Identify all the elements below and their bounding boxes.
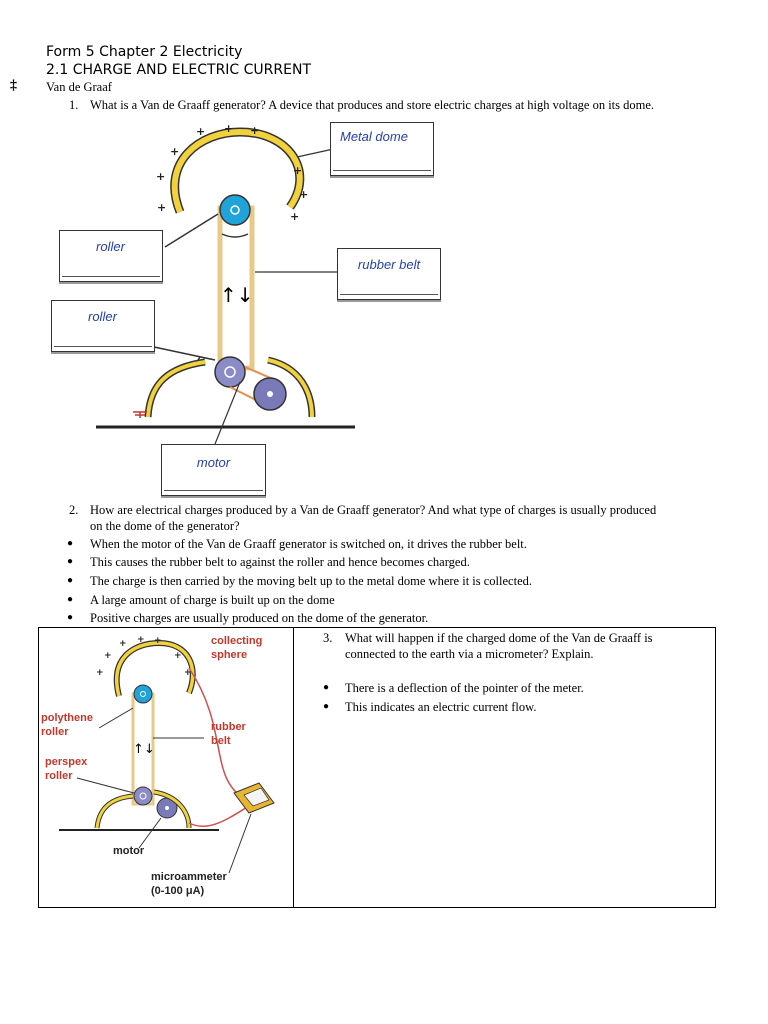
svg-text:+: + <box>154 636 162 646</box>
bullet-dot: ● <box>67 538 74 549</box>
topic-heading: Van de Graaf <box>46 80 112 94</box>
charge-sign: + <box>293 164 302 177</box>
question2-number: 2. <box>69 503 79 517</box>
svg-text:+: + <box>119 639 127 649</box>
question3-text-line2: connected to the earth via a micrometer?… <box>345 647 594 661</box>
label-rubber: rubber <box>211 721 247 733</box>
svg-text:+: + <box>174 651 182 661</box>
question3-table: ↑↓ +++ ++++ collecting sphere <box>38 627 716 908</box>
svg-text:+: + <box>104 651 112 661</box>
question3-text-line1: What will happen if the charged dome of … <box>345 631 653 645</box>
label-roller-bottom: roller <box>51 300 155 352</box>
label-sphere: sphere <box>211 649 247 661</box>
charge-sign: + <box>224 122 233 135</box>
answer3-bullet: This indicates an electric current flow. <box>345 700 537 714</box>
bullet-dot: ● <box>67 575 74 586</box>
label-motor-text: motor <box>196 455 231 470</box>
question1-text: What is a Van de Graaff generator? A dev… <box>90 98 655 112</box>
bullet-dot: ● <box>323 701 330 712</box>
label-rubber-belt: rubber belt <box>337 248 441 300</box>
label-roller-top: roller <box>59 230 163 282</box>
answer2-bullet: The charge is then carried by the moving… <box>90 574 532 588</box>
label-perspex-roller: roller <box>45 770 73 782</box>
label-perspex: perspex <box>45 756 88 768</box>
answer3-bullet: There is a deflection of the pointer of … <box>345 681 584 695</box>
document-title: Form 5 Chapter 2 Electricity <box>46 44 243 60</box>
answer2-bullet: A large amount of charge is built up on … <box>90 593 335 607</box>
question3-figure-cell: ↑↓ +++ ++++ collecting sphere <box>38 627 294 908</box>
marker-symbol: ‡ <box>10 78 17 93</box>
van-de-graaff-diagram-svg: ↑↓ + + + + + + + <box>96 122 355 445</box>
label-metal-dome: Metal dome <box>330 122 434 176</box>
question2-text-line1: How are electrical charges produced by a… <box>90 503 657 517</box>
question1-number: 1. <box>69 98 79 112</box>
question3-number: 3. <box>323 631 333 645</box>
label-belt: belt <box>211 735 231 747</box>
van-de-graaff-diagram: ↑↓ + + + + + + + <box>40 112 460 502</box>
answer2-bullet: When the motor of the Van de Graaff gene… <box>90 537 527 551</box>
van-de-graaff-microammeter-diagram: ↑↓ +++ ++++ collecting sphere <box>41 635 275 897</box>
question3-text-cell: 3. What will happen if the charged dome … <box>293 627 716 908</box>
section-heading: 2.1 CHARGE AND ELECTRIC CURRENT <box>46 62 311 78</box>
label-microammeter-range: (0-100 μA) <box>151 885 205 897</box>
svg-text:+: + <box>96 668 104 678</box>
question2-text-line2: on the dome of the generator? <box>90 519 240 533</box>
svg-text:+: + <box>184 668 192 678</box>
label-motor: motor <box>161 444 266 496</box>
bullet-dot: ● <box>67 556 74 567</box>
bullet-dot: ● <box>67 594 74 605</box>
label-motor: motor <box>113 845 145 857</box>
bullet-dot: ● <box>67 612 74 623</box>
charge-sign: + <box>156 170 165 183</box>
label-microammeter: microammeter <box>151 871 228 883</box>
answer2-bullet: Positive charges are usually produced on… <box>90 611 429 625</box>
label-roller-top-text: roller <box>96 239 125 254</box>
charge-sign: + <box>157 201 166 214</box>
charge-sign: + <box>250 124 259 137</box>
charge-sign: + <box>299 188 308 201</box>
answer2-bullet: This causes the rubber belt to against t… <box>90 555 470 569</box>
label-rubber-belt-text: rubber belt <box>357 257 421 272</box>
label-metal-dome-text: Metal dome <box>340 129 408 144</box>
charge-sign: + <box>170 145 179 158</box>
label-collecting: collecting <box>211 635 262 647</box>
label-polythene-roller: roller <box>41 726 69 738</box>
bullet-dot: ● <box>323 682 330 693</box>
charge-sign: + <box>290 210 299 223</box>
charge-sign: + <box>196 125 205 138</box>
label-polythene: polythene <box>41 712 93 724</box>
belt-direction-arrows: ↑↓ <box>133 742 155 757</box>
belt-direction-arrows: ↑↓ <box>220 283 254 307</box>
svg-text:+: + <box>137 635 145 645</box>
label-roller-bottom-text: roller <box>88 309 117 324</box>
